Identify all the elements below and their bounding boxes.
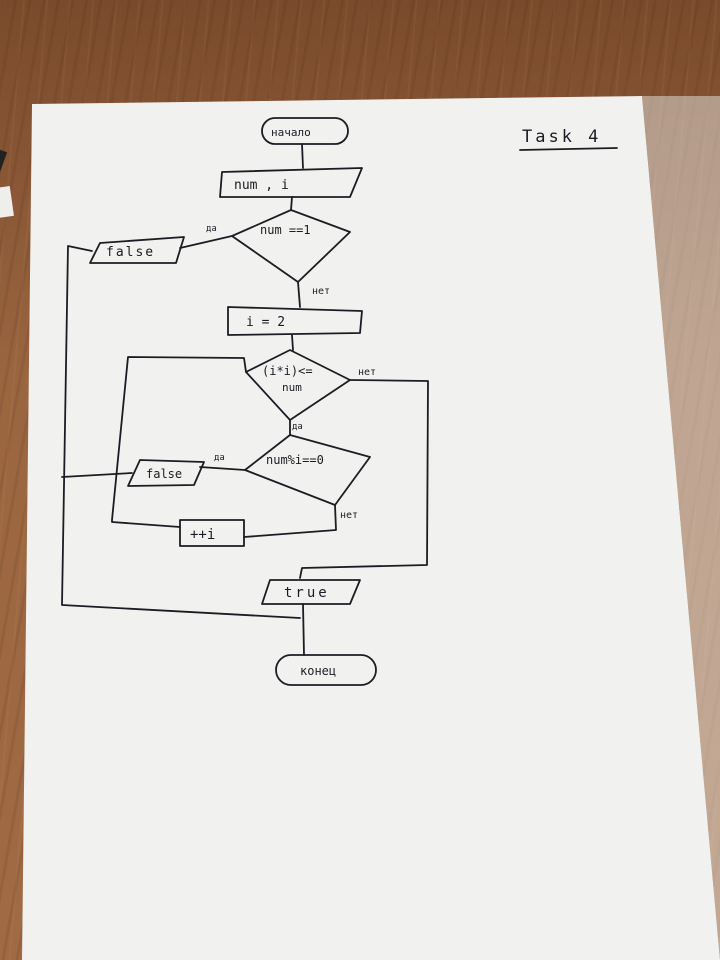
- connector-false2-left: [61, 472, 133, 478]
- start-text: начало: [271, 126, 311, 139]
- connector-yes-false2: [199, 466, 246, 471]
- label-yes-1: да: [206, 224, 217, 234]
- paper-shadow: [642, 96, 720, 960]
- connector-input-decision: [290, 196, 293, 211]
- assign-i-text: i = 2: [246, 315, 285, 330]
- decision-num-eq-1-text: num ==1: [260, 223, 311, 237]
- task-underline: [519, 147, 618, 151]
- output-true-parallelogram: [261, 579, 361, 605]
- output-true-text: true: [284, 585, 330, 601]
- label-no-loop: нет: [358, 367, 376, 378]
- output-false-1-text: false: [106, 245, 155, 260]
- connector-yes-false1: [179, 235, 233, 249]
- paper-sheet: [22, 96, 720, 960]
- decision-loop-text-1: (i*i)<=: [262, 364, 313, 378]
- decision-loop-text-2: num: [282, 381, 302, 394]
- label-no-divisible: нет: [340, 510, 358, 521]
- connector-start-input: [301, 143, 304, 169]
- assign-i-process: [227, 306, 363, 336]
- increment-process: [179, 519, 245, 547]
- input-parallelogram: [219, 167, 363, 198]
- connector-true-end: [302, 603, 305, 656]
- label-yes-divisible: да: [214, 453, 225, 463]
- end-terminator: [275, 654, 377, 686]
- label-no-1: нет: [312, 286, 330, 297]
- connector-no-assign: [297, 281, 301, 308]
- connector-assign-loop: [291, 334, 294, 351]
- start-terminator: [261, 117, 349, 145]
- connector-no-increment: [243, 504, 337, 538]
- increment-text: ++i: [190, 527, 215, 543]
- connector-loop-back: [111, 356, 247, 528]
- connector-false1-left-loop: [61, 245, 301, 619]
- end-text: конец: [300, 664, 336, 678]
- output-false-2-text: false: [146, 467, 182, 481]
- output-false-1-parallelogram: [89, 236, 185, 264]
- decision-divisible-text: num%i==0: [266, 453, 324, 467]
- connector-loop-no-true: [299, 379, 429, 579]
- task-label: Task 4: [522, 127, 601, 147]
- output-false-2-parallelogram: [127, 459, 205, 487]
- input-text: num , i: [234, 178, 289, 193]
- label-yes-loop: да: [292, 422, 303, 432]
